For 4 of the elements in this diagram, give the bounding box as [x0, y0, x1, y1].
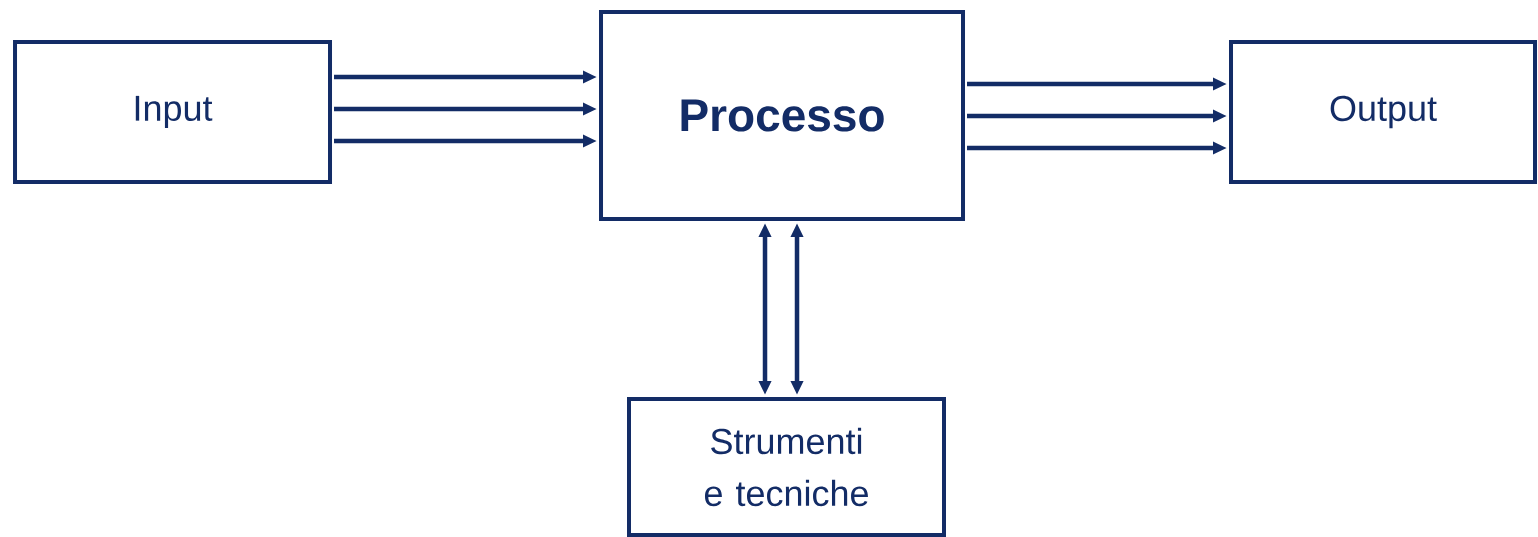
process-box: Strumenti e tecniche [627, 397, 946, 537]
process-box: Processo [599, 10, 965, 221]
process-box: Input [13, 40, 332, 184]
process-box: Output [1229, 40, 1537, 184]
